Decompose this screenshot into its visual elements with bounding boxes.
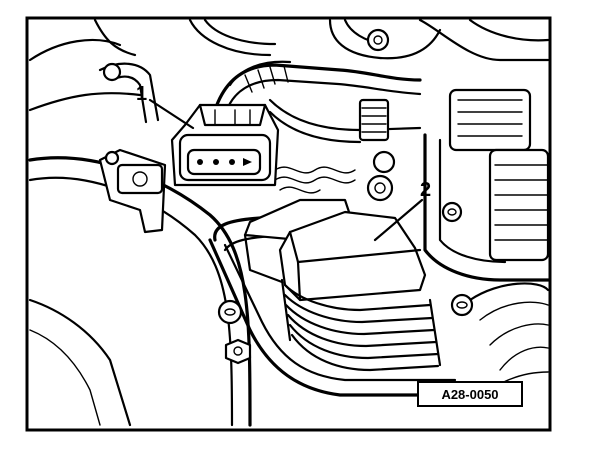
connector-bracket: [98, 148, 167, 234]
reference-code: A28-0050: [441, 387, 498, 402]
reference-code-box: A28-0050: [417, 381, 523, 407]
callout-1: 1: [136, 83, 147, 105]
engine-background-lines: [28, 18, 550, 427]
wiring-harness: [213, 60, 422, 202]
mounting-bolts: [217, 201, 474, 365]
electrical-connector: [170, 103, 280, 187]
leader-lines: [148, 98, 424, 242]
callout-2: 2: [420, 179, 431, 201]
ignition-coil: [243, 198, 442, 372]
